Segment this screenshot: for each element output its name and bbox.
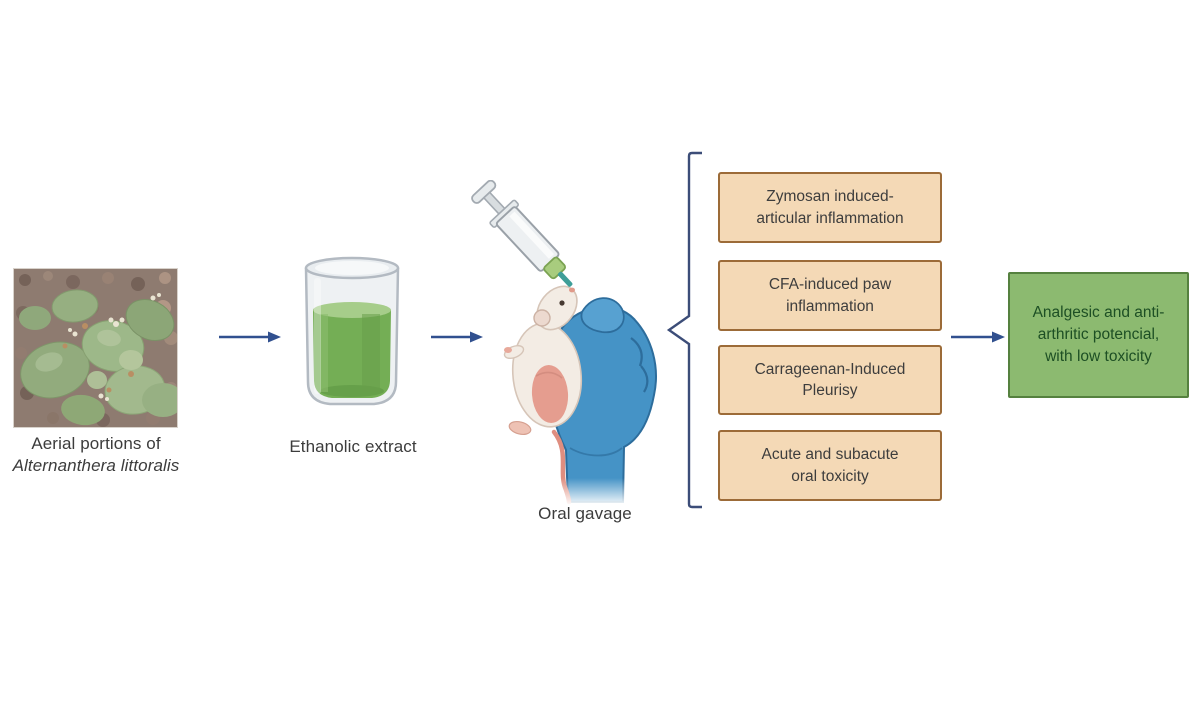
gavage-caption: Oral gavage [538, 504, 632, 523]
plant-caption: Aerial portions of Alternanthera littora… [0, 433, 192, 478]
arrow-plant-to-extract [219, 331, 281, 343]
plant-caption-line1: Aerial portions of [31, 434, 161, 453]
model-box-carrageenan: Carrageenan-Induced Pleurisy [718, 345, 942, 415]
model-box-toxicity: Acute and subacute oral toxicity [718, 430, 942, 501]
beaker-icon [300, 256, 405, 411]
outcome-box: Analgesic and anti- arthritic potencial,… [1008, 272, 1189, 398]
arrow-extract-to-gavage [431, 331, 483, 343]
model-box-line: inflammation [786, 297, 874, 315]
model-box-line: Acute and subacute [761, 446, 899, 464]
model-box-line: Carrageenan-Induced [754, 360, 906, 378]
model-box-line: Pleurisy [802, 382, 858, 399]
outcome-line: Analgesic and anti- [1032, 304, 1165, 321]
arrow-models-to-outcome [951, 331, 1005, 343]
mouse-icon [503, 285, 583, 505]
syringe-icon [471, 179, 573, 287]
model-box-line: oral toxicity [791, 467, 869, 485]
outcome-line: with low toxicity [1045, 348, 1152, 365]
plant-photo [12, 267, 184, 429]
model-box-cfa: CFA-induced paw inflammation [718, 260, 942, 331]
model-box-line: articular inflammation [756, 209, 904, 227]
model-box-line: CFA-induced paw [768, 276, 892, 294]
outcome-line: arthritic potencial, [1037, 326, 1160, 343]
brace [666, 151, 702, 509]
model-box-line: Zymosan induced- [766, 188, 894, 206]
plant-photo-image [12, 267, 184, 429]
oral-gavage-illustration [462, 179, 667, 505]
extract-caption: Ethanolic extract [289, 437, 417, 456]
plant-caption-line2: Alternanthera littoralis [12, 456, 180, 476]
model-box-zymosan: Zymosan induced- articular inflammation [718, 172, 942, 243]
